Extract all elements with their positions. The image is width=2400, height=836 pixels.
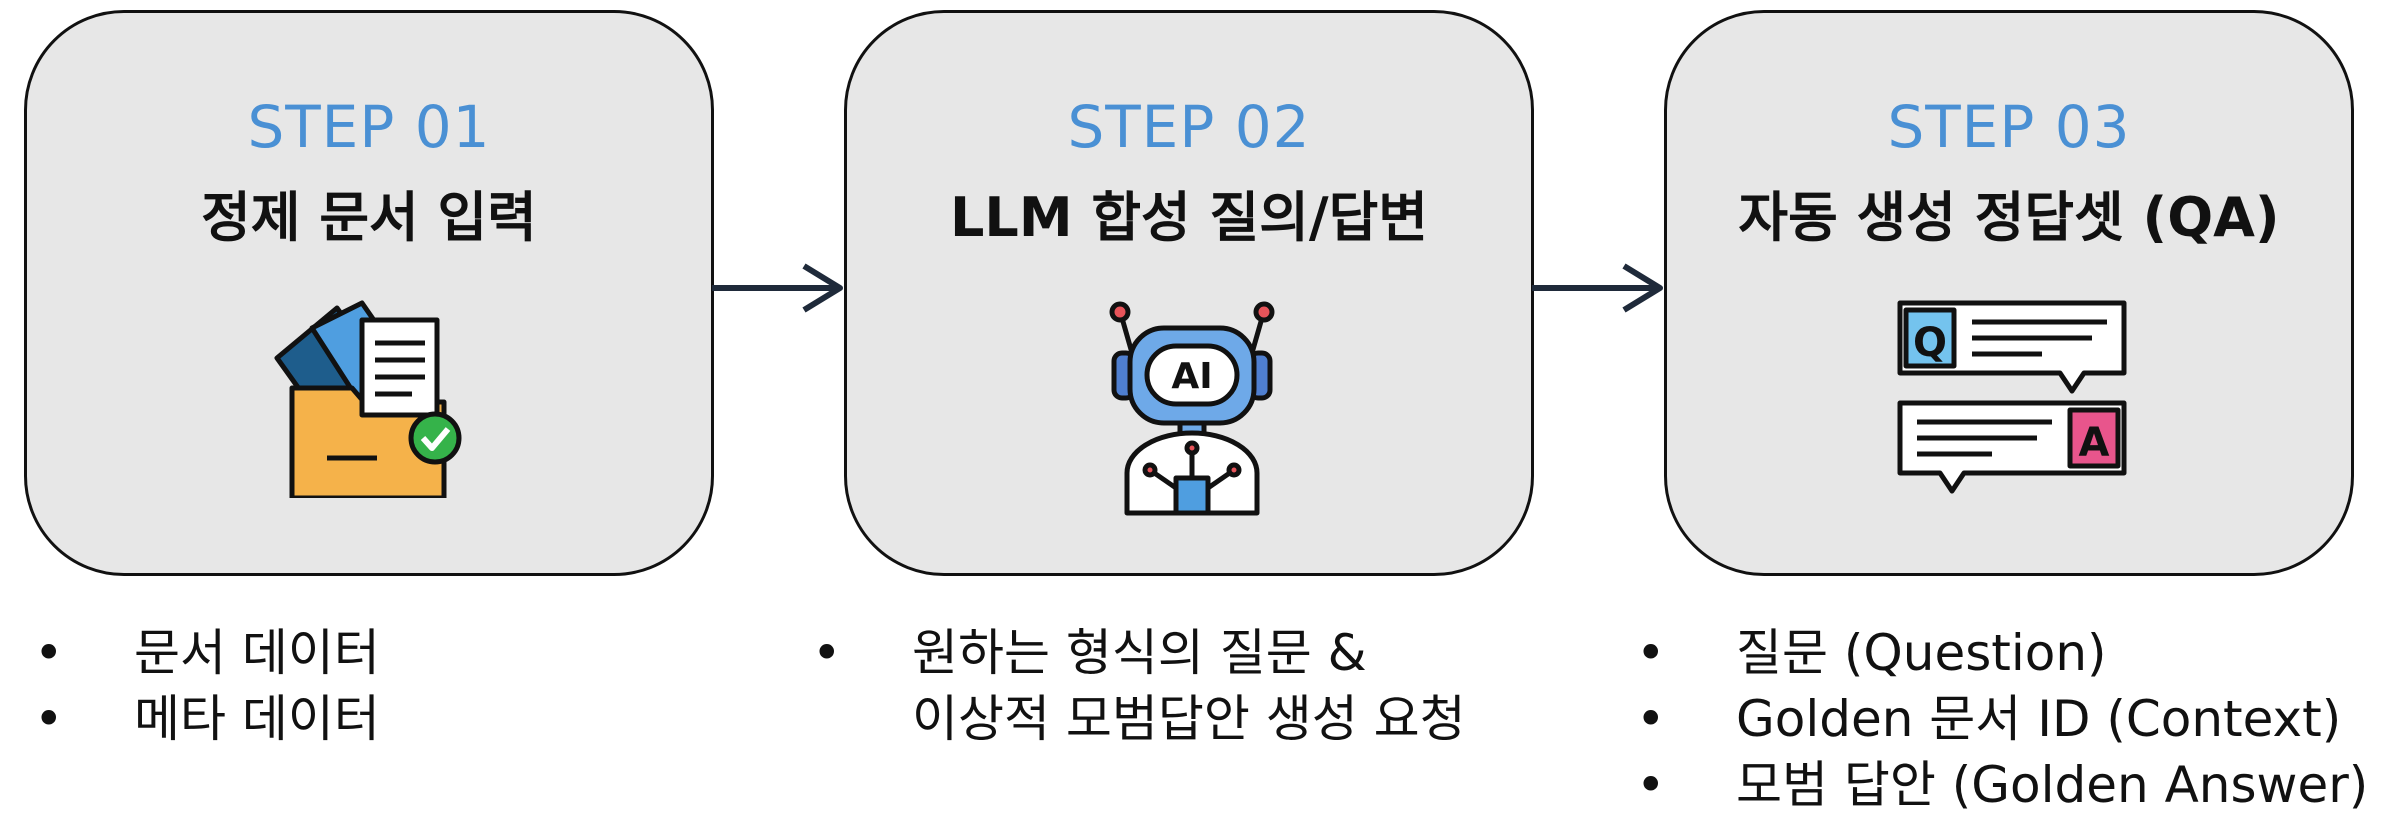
ai-robot-icon: AI: [1109, 301, 1275, 516]
step-01-bullets: 문서 데이터 메타 데이터: [34, 620, 380, 752]
step-02-title: LLM 합성 질의/답변: [950, 186, 1428, 249]
arrow-step1-to-step2: [712, 263, 843, 313]
step-01-label: STEP 01: [247, 93, 491, 161]
arrow-step2-to-step3: [1532, 263, 1663, 313]
list-item: 원하는 형식의 질문 &: [812, 620, 1466, 686]
svg-text:Q: Q: [1913, 320, 1947, 366]
step-02-bullets: 원하는 형식의 질문 & 이상적 모범답안 생성 요청: [812, 620, 1466, 752]
qa-chat-bubbles-icon: Q A: [1897, 300, 2127, 494]
step-03-title: 자동 생성 정답셋 (QA): [1738, 186, 2280, 249]
step-01-card: STEP 01 정제 문서 입력: [24, 10, 714, 576]
list-item: Golden 문서 ID (Context): [1636, 686, 2368, 752]
list-item-continuation: 이상적 모범답안 생성 요청: [912, 690, 1466, 748]
svg-text:A: A: [2079, 420, 2110, 466]
list-item: 메타 데이터: [34, 686, 380, 752]
step-03-bullets: 질문 (Question) Golden 문서 ID (Context) 모범 …: [1636, 620, 2368, 818]
list-item: 모범 답안 (Golden Answer): [1636, 752, 2368, 818]
step-03-card: STEP 03 자동 생성 정답셋 (QA) Q A: [1664, 10, 2354, 576]
list-item: 문서 데이터: [34, 620, 380, 686]
step-02-label: STEP 02: [1067, 93, 1311, 161]
list-item: 질문 (Question): [1636, 620, 2368, 686]
step-03-label: STEP 03: [1887, 93, 2131, 161]
step-02-card: STEP 02 LLM 합성 질의/답변 AI: [844, 10, 1534, 576]
svg-text:AI: AI: [1171, 356, 1212, 397]
document-folder-check-icon: [274, 300, 462, 498]
step-01-title: 정제 문서 입력: [201, 186, 537, 249]
